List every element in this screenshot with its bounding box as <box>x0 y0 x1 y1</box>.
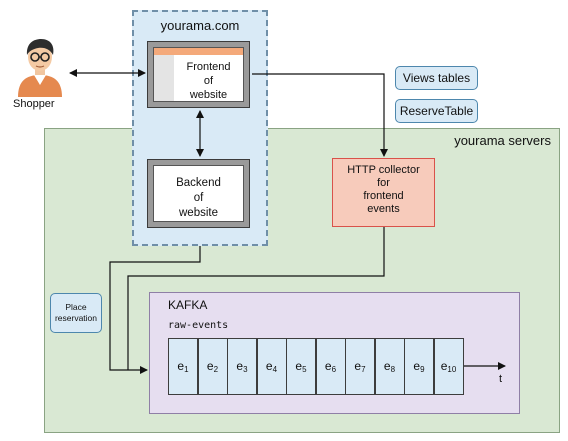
collector-label-line2: for <box>377 177 390 189</box>
event-index: 2 <box>213 365 219 374</box>
frontend-label-line3: website <box>189 89 228 101</box>
collector-label-line3: frontend <box>363 190 404 202</box>
kafka-title: KAFKA <box>168 298 208 312</box>
event-name: e <box>236 359 244 373</box>
event-cell: e3 <box>227 338 257 395</box>
http-collector-box: HTTP collector for frontend events <box>332 158 435 227</box>
event-index: 9 <box>420 365 425 374</box>
backend-box: Backend of website <box>147 159 250 228</box>
event-index: 1 <box>184 365 189 374</box>
website-kafka-arrow <box>109 246 201 374</box>
backend-label-line1: Backend <box>176 177 221 189</box>
shopper-avatar-icon <box>14 35 66 97</box>
collector-kafka-arrow <box>127 227 385 370</box>
collector-label-line4: events <box>367 203 400 215</box>
event-name: e <box>265 359 273 373</box>
place-label-line2: reservation <box>54 313 98 323</box>
event-cell: e9 <box>404 338 434 395</box>
kafka-topic-label: raw-events <box>168 320 229 331</box>
event-name: e <box>354 359 362 373</box>
event-name: e <box>206 359 214 373</box>
event-cell: e1 <box>168 338 198 395</box>
event-name: e <box>440 359 448 373</box>
frontend-sidebar <box>154 55 174 101</box>
event-index: 6 <box>331 365 337 374</box>
place-reservation-badge: Place reservation <box>50 293 102 333</box>
event-index: 8 <box>390 365 396 374</box>
views-tables-badge: Views tables <box>395 66 478 90</box>
servers-title: yourama servers <box>454 133 551 148</box>
backend-label-line2: of <box>193 192 204 204</box>
frontend-box: Frontend of website <box>147 41 250 108</box>
event-index: 4 <box>272 365 278 374</box>
event-index: 3 <box>243 365 248 374</box>
event-index: 10 <box>447 365 457 374</box>
website-title: yourama.com <box>160 18 240 33</box>
event-name: e <box>177 359 185 373</box>
event-index: 5 <box>302 365 307 374</box>
time-axis-label: t <box>499 373 503 385</box>
backend-label-line3: website <box>179 207 218 219</box>
event-index: 7 <box>361 365 366 374</box>
collector-label-line1: HTTP collector <box>347 164 420 176</box>
shopper-label: Shopper <box>13 98 55 110</box>
event-name: e <box>295 359 303 373</box>
reserve-table-badge: ReserveTable <box>395 99 478 123</box>
frontend-collector-arrow <box>252 73 388 157</box>
event-name: e <box>383 359 391 373</box>
frontend-label-line1: Frontend <box>186 61 231 73</box>
event-name: e <box>413 359 421 373</box>
frontend-label-line2: of <box>203 75 214 87</box>
event-cell: e10 <box>433 338 464 395</box>
place-label-line1: Place <box>65 302 87 312</box>
frontend-header-bar <box>154 48 243 55</box>
event-cell: e4 <box>256 338 287 395</box>
event-name: e <box>324 359 332 373</box>
